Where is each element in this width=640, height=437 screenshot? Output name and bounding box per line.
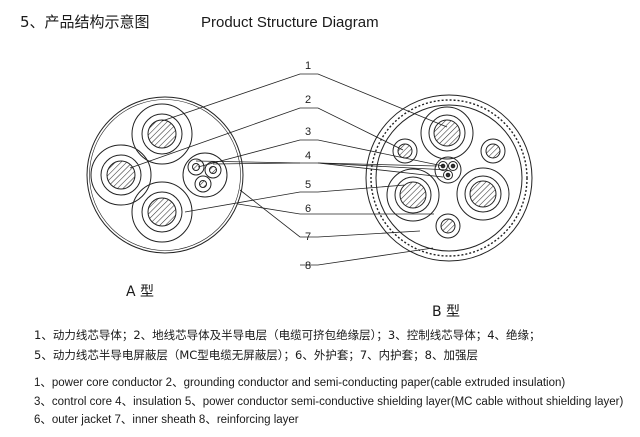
type-b-label: B 型 <box>432 304 461 320</box>
type-b-outer-jacket <box>365 94 533 262</box>
type-b-power-core-right <box>456 167 510 221</box>
callout-7: 7 <box>305 231 311 243</box>
callout-1: 1 <box>305 60 311 72</box>
type-a-power-core-left <box>90 144 152 206</box>
type-b-ground-core-right <box>480 138 506 164</box>
legend-cn-line-2: 5、动力线芯半导电屏蔽层（MC型电缆无屏蔽层）；6、外护套；7、内护套；8、加强… <box>34 348 478 362</box>
type-a-power-core-bottom <box>131 181 193 243</box>
type-a-inner-sheath <box>89 99 241 251</box>
callout-4: 4 <box>305 150 311 162</box>
type-a-power-core-top <box>131 103 193 165</box>
legend-cn-line-1: 1、动力线芯导体；2、地线芯导体及半导电层（电缆可挤包绝缘层）；3、控制线芯导体… <box>34 328 541 342</box>
callout-8: 8 <box>305 260 311 272</box>
callout-leader-lines <box>129 73 449 266</box>
section-title-en: Product Structure Diagram <box>201 14 379 31</box>
cable-type-a <box>86 96 244 254</box>
callout-3: 3 <box>305 126 311 138</box>
type-a-label: A 型 <box>126 284 155 300</box>
callout-5: 5 <box>305 179 311 191</box>
type-b-inner-sheath <box>375 104 523 252</box>
legend-en-line-2: 3、control core 4、insulation 5、power cond… <box>34 396 624 408</box>
type-a-outer-jacket <box>86 96 244 254</box>
callout-numbers: 1 2 3 4 5 6 7 8 <box>305 60 311 272</box>
type-b-ground-core-bottom <box>435 213 461 239</box>
type-b-ground-core-left <box>392 138 418 164</box>
type-b-power-core-top <box>420 106 474 160</box>
type-b-control-core-bundle <box>434 156 462 184</box>
legend-en-line-1: 1、power core conductor 2、grounding condu… <box>34 377 566 389</box>
cable-type-b <box>365 94 533 262</box>
section-title-cn: 5、产品结构示意图 <box>20 13 150 31</box>
callout-2: 2 <box>305 94 311 106</box>
type-b-reinforcing-layer <box>370 99 528 257</box>
legend-en-line-3: 6、outer jacket 7、inner sheath 8、reinforc… <box>34 414 299 426</box>
callout-6: 6 <box>305 203 311 215</box>
type-a-control-core-bundle <box>182 152 228 198</box>
type-b-power-core-left <box>386 168 440 222</box>
